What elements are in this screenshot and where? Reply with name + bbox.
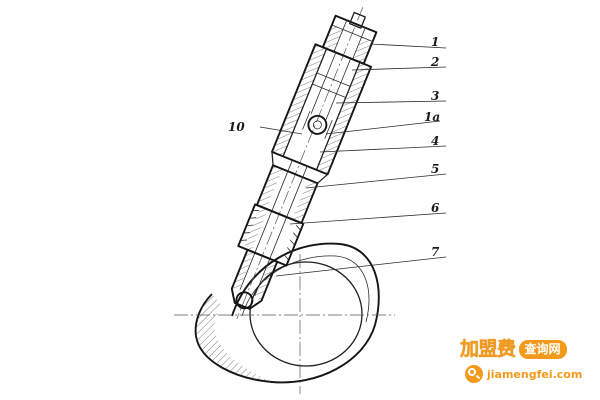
watermark-brand: 加盟费: [460, 338, 516, 360]
callout-3: 3: [431, 89, 439, 103]
leader-5: [305, 173, 447, 189]
search-icon: [465, 365, 483, 383]
leader-2: [351, 66, 447, 71]
watermark-logo: 加盟费 查询网 jiamengfei.com: [460, 337, 585, 387]
leader-4: [319, 145, 447, 153]
callout-1: 1: [431, 35, 439, 49]
thread-section: [237, 203, 305, 267]
callout-1a: 1a: [424, 110, 440, 124]
callout-5: 5: [431, 162, 439, 176]
callout-2: 2: [430, 55, 439, 69]
watermark-pill: 查询网: [518, 339, 567, 359]
leader-6: [289, 212, 447, 225]
watermark-bottom-row: jiamengfei.com: [465, 365, 582, 383]
callout-6: 6: [431, 201, 440, 215]
leader-10: [259, 126, 303, 135]
leader-1a: [325, 120, 441, 135]
check-ball: [307, 114, 328, 135]
callout-4: 4: [431, 134, 439, 148]
callout-10: 10: [228, 120, 245, 134]
watermark-url: jiamengfei.com: [487, 367, 583, 381]
leader-7: [275, 256, 447, 277]
leader-3: [335, 100, 447, 104]
housing-bore: [249, 261, 363, 367]
watermark-top-row: 加盟费 查询网: [460, 337, 567, 361]
callout-labels: 1 2 3 1a 4 5 6 7 10: [228, 35, 440, 259]
callout-7: 7: [431, 245, 440, 259]
leader-lines: [259, 43, 447, 277]
housing: [174, 242, 395, 394]
housing-section-hatch: [195, 294, 272, 382]
inclined-body: [230, 7, 378, 319]
leader-1: [369, 43, 447, 49]
nozzle-tip: [235, 291, 254, 310]
